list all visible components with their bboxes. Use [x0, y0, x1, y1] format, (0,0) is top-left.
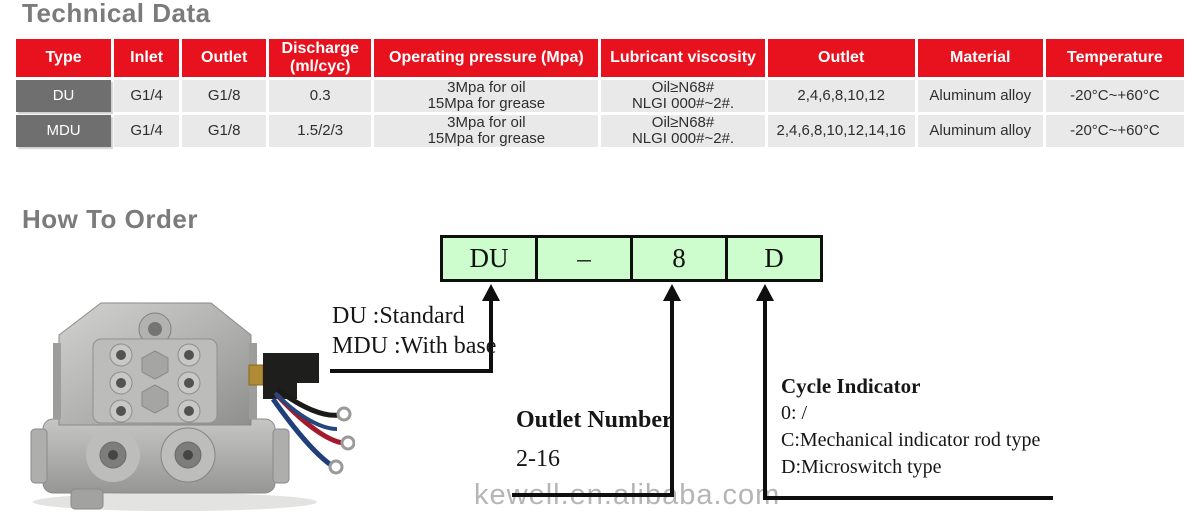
- product-photo: [30, 302, 355, 511]
- cell-inlet: G1/4: [114, 80, 180, 112]
- cycle-annotation: Cycle Indicator 0: / C:Mechanical indica…: [781, 373, 1040, 481]
- type-connector-line: [330, 369, 493, 373]
- cell-material: Aluminum alloy: [917, 80, 1043, 112]
- cell-outlets: 2,4,6,8,10,12,14,16: [767, 115, 915, 147]
- technical-data-table: Type Inlet Outlet Discharge (ml/cyc) Ope…: [13, 36, 1187, 150]
- order-code-type: DU: [443, 238, 535, 279]
- cell-viscosity: Oil≥N68# NLGI 000#~2#.: [601, 115, 765, 147]
- cell-temperature: -20°C~+60°C: [1045, 80, 1184, 112]
- cell-viscosity: Oil≥N68# NLGI 000#~2#.: [601, 80, 765, 112]
- type-connector-line: [489, 299, 493, 373]
- arrow-up-icon: [756, 284, 774, 301]
- cell-pressure: 3Mpa for oil 15Mpa for grease: [374, 115, 599, 147]
- outlet-connector-line: [512, 493, 674, 497]
- col-header-type: Type: [16, 39, 112, 77]
- arrow-up-icon: [663, 284, 681, 301]
- table-row-mdu: MDU G1/4 G1/8 1.5/2/3 3Mpa for oil 15Mpa…: [16, 115, 1184, 147]
- order-code-row: DU – 8 D: [440, 235, 823, 282]
- outlet-annotation-value: 2-16: [516, 446, 560, 472]
- cycle-connector-line: [763, 496, 1053, 500]
- technical-data-heading: Technical Data: [22, 0, 211, 28]
- cycle-connector-line: [763, 299, 767, 500]
- outlet-annotation: Outlet Number 2-16: [516, 407, 673, 473]
- cell-discharge: 0.3: [269, 80, 372, 112]
- table-row-du: DU G1/4 G1/8 0.3 3Mpa for oil 15Mpa for …: [16, 80, 1184, 112]
- cycle-annotation-line: 0: /: [781, 402, 808, 424]
- cell-outlets: 2,4,6,8,10,12: [767, 80, 915, 112]
- cell-inlet: G1/4: [114, 115, 180, 147]
- cell-temperature: -20°C~+60°C: [1045, 115, 1184, 147]
- outlet-connector-line: [670, 299, 674, 497]
- cell-pressure: 3Mpa for oil 15Mpa for grease: [374, 80, 599, 112]
- col-header-temperature: Temperature: [1045, 39, 1184, 77]
- order-code-dash: –: [535, 238, 630, 279]
- type-annotation-line: DU :Standard: [332, 303, 465, 329]
- order-code-indicator: D: [725, 238, 820, 279]
- port-holes: [109, 343, 201, 423]
- col-header-outlets: Outlet: [767, 39, 915, 77]
- type-annotation: DU :Standard MDU :With base: [332, 301, 496, 361]
- type-annotation-line: MDU :With base: [332, 333, 497, 359]
- col-header-pressure: Operating pressure (Mpa): [374, 39, 599, 77]
- col-header-material: Material: [917, 39, 1043, 77]
- cell-type: MDU: [16, 115, 112, 147]
- cell-outlet: G1/8: [182, 115, 267, 147]
- col-header-discharge: Discharge (ml/cyc): [269, 39, 372, 77]
- col-header-inlet: Inlet: [114, 39, 180, 77]
- cycle-annotation-title: Cycle Indicator: [781, 374, 921, 398]
- cell-outlet: G1/8: [182, 80, 267, 112]
- how-to-order-heading: How To Order: [22, 204, 198, 234]
- cycle-annotation-line: C:Mechanical indicator rod type: [781, 429, 1041, 451]
- cell-material: Aluminum alloy: [917, 115, 1043, 147]
- col-header-outlet: Outlet: [182, 39, 267, 77]
- cell-type: DU: [16, 80, 112, 112]
- arrow-up-icon: [482, 284, 500, 301]
- cell-discharge: 1.5/2/3: [269, 115, 372, 147]
- col-header-viscosity: Lubricant viscosity: [601, 39, 765, 77]
- order-code-outlet: 8: [630, 238, 725, 279]
- outlet-annotation-title: Outlet Number: [516, 407, 673, 433]
- table-header-row: Type Inlet Outlet Discharge (ml/cyc) Ope…: [16, 39, 1184, 77]
- cycle-annotation-line: D:Microswitch type: [781, 456, 942, 478]
